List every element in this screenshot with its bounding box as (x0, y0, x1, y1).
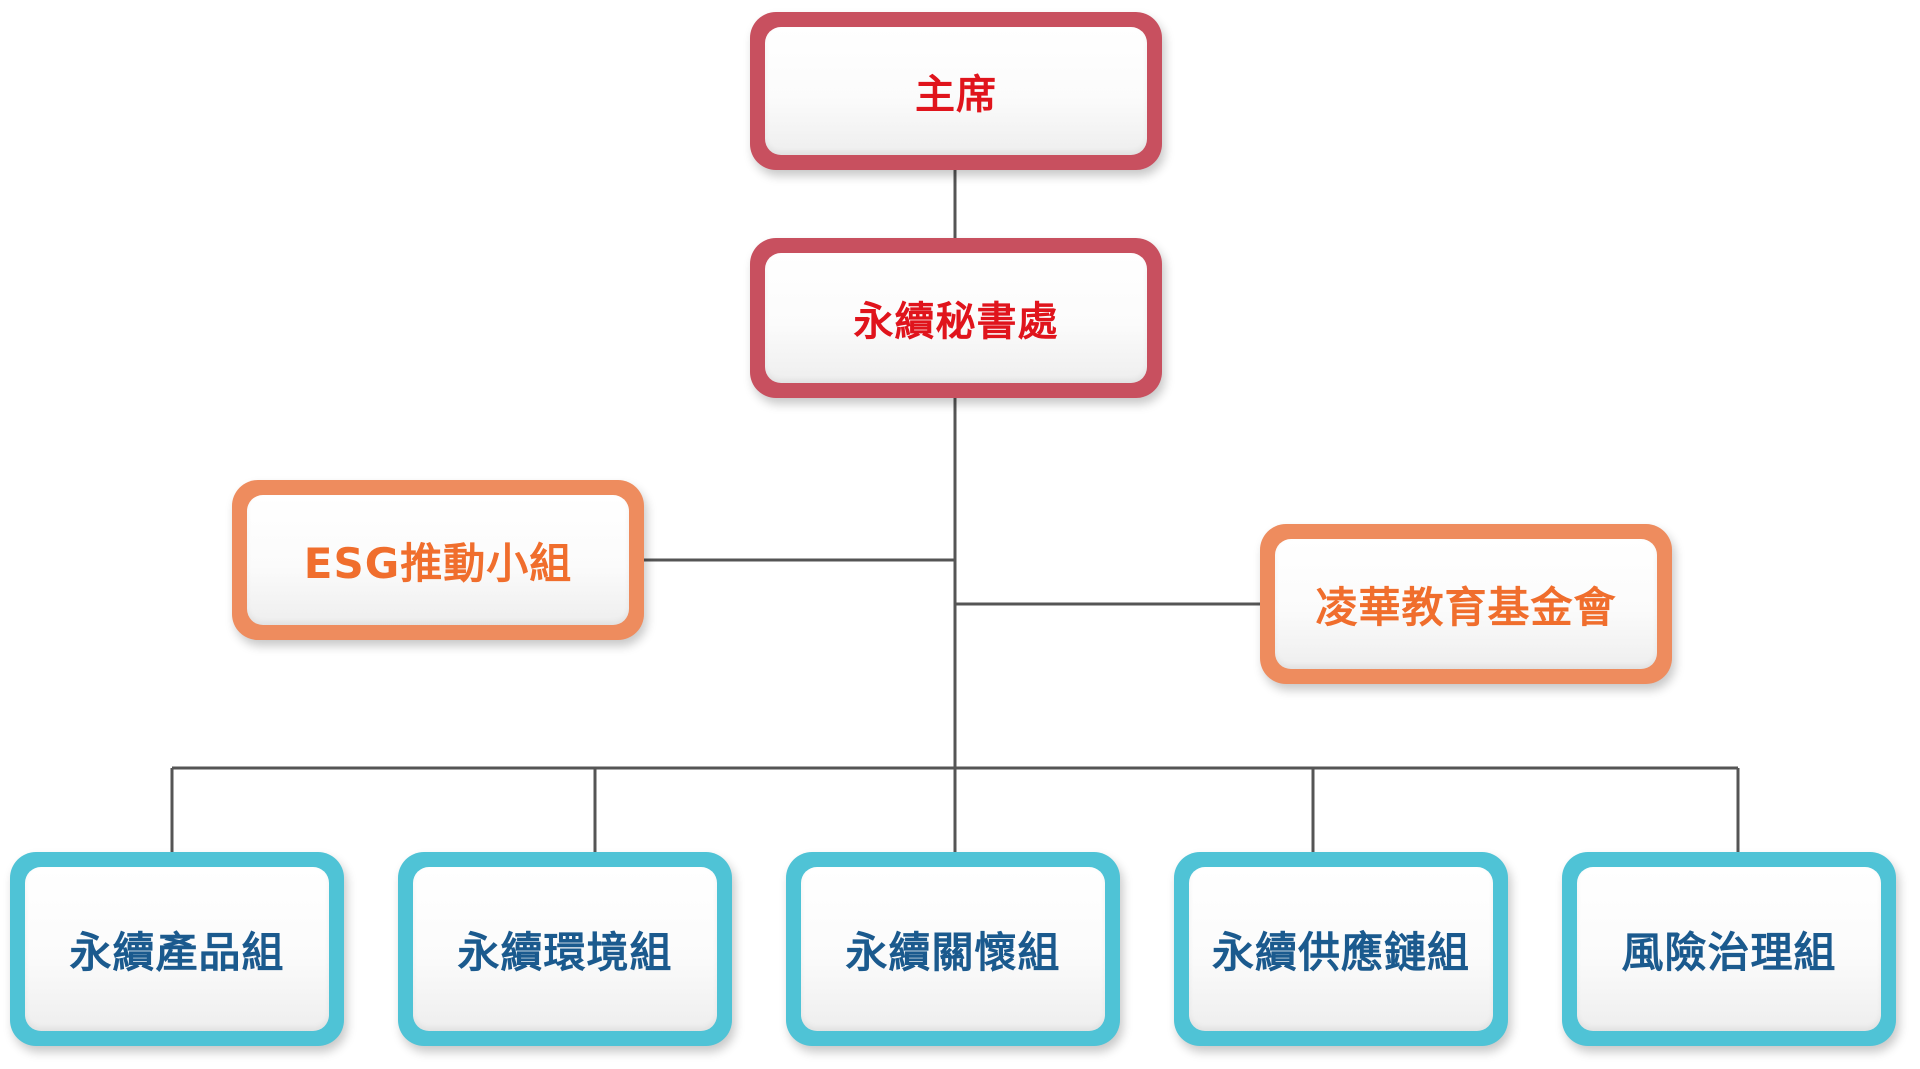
group-risk-box: 風險治理組 (1562, 852, 1896, 1046)
group-product-label: 永續產品組 (69, 927, 285, 977)
group-environment-label: 永續環境組 (457, 927, 673, 977)
esg-team-label: ESG推動小組 (303, 538, 573, 588)
group-supply-chain-label: 永續供應鏈組 (1211, 927, 1470, 977)
foundation-box: 凌華教育基金會 (1260, 524, 1672, 684)
group-environment-box: 永續環境組 (398, 852, 732, 1046)
esg-team-box: ESG推動小組 (232, 480, 644, 640)
secretariat-label: 永續秘書處 (853, 299, 1059, 345)
chair-box: 主席 (750, 12, 1162, 170)
group-care-label: 永續關懷組 (845, 927, 1061, 977)
group-product-box: 永續產品組 (10, 852, 344, 1046)
secretariat-box: 永續秘書處 (750, 238, 1162, 398)
chair-label: 主席 (915, 72, 997, 118)
group-risk-label: 風險治理組 (1621, 927, 1837, 977)
group-care-box: 永續關懷組 (786, 852, 1120, 1046)
foundation-label: 凌華教育基金會 (1315, 582, 1617, 632)
group-supply-chain-box: 永續供應鏈組 (1174, 852, 1508, 1046)
